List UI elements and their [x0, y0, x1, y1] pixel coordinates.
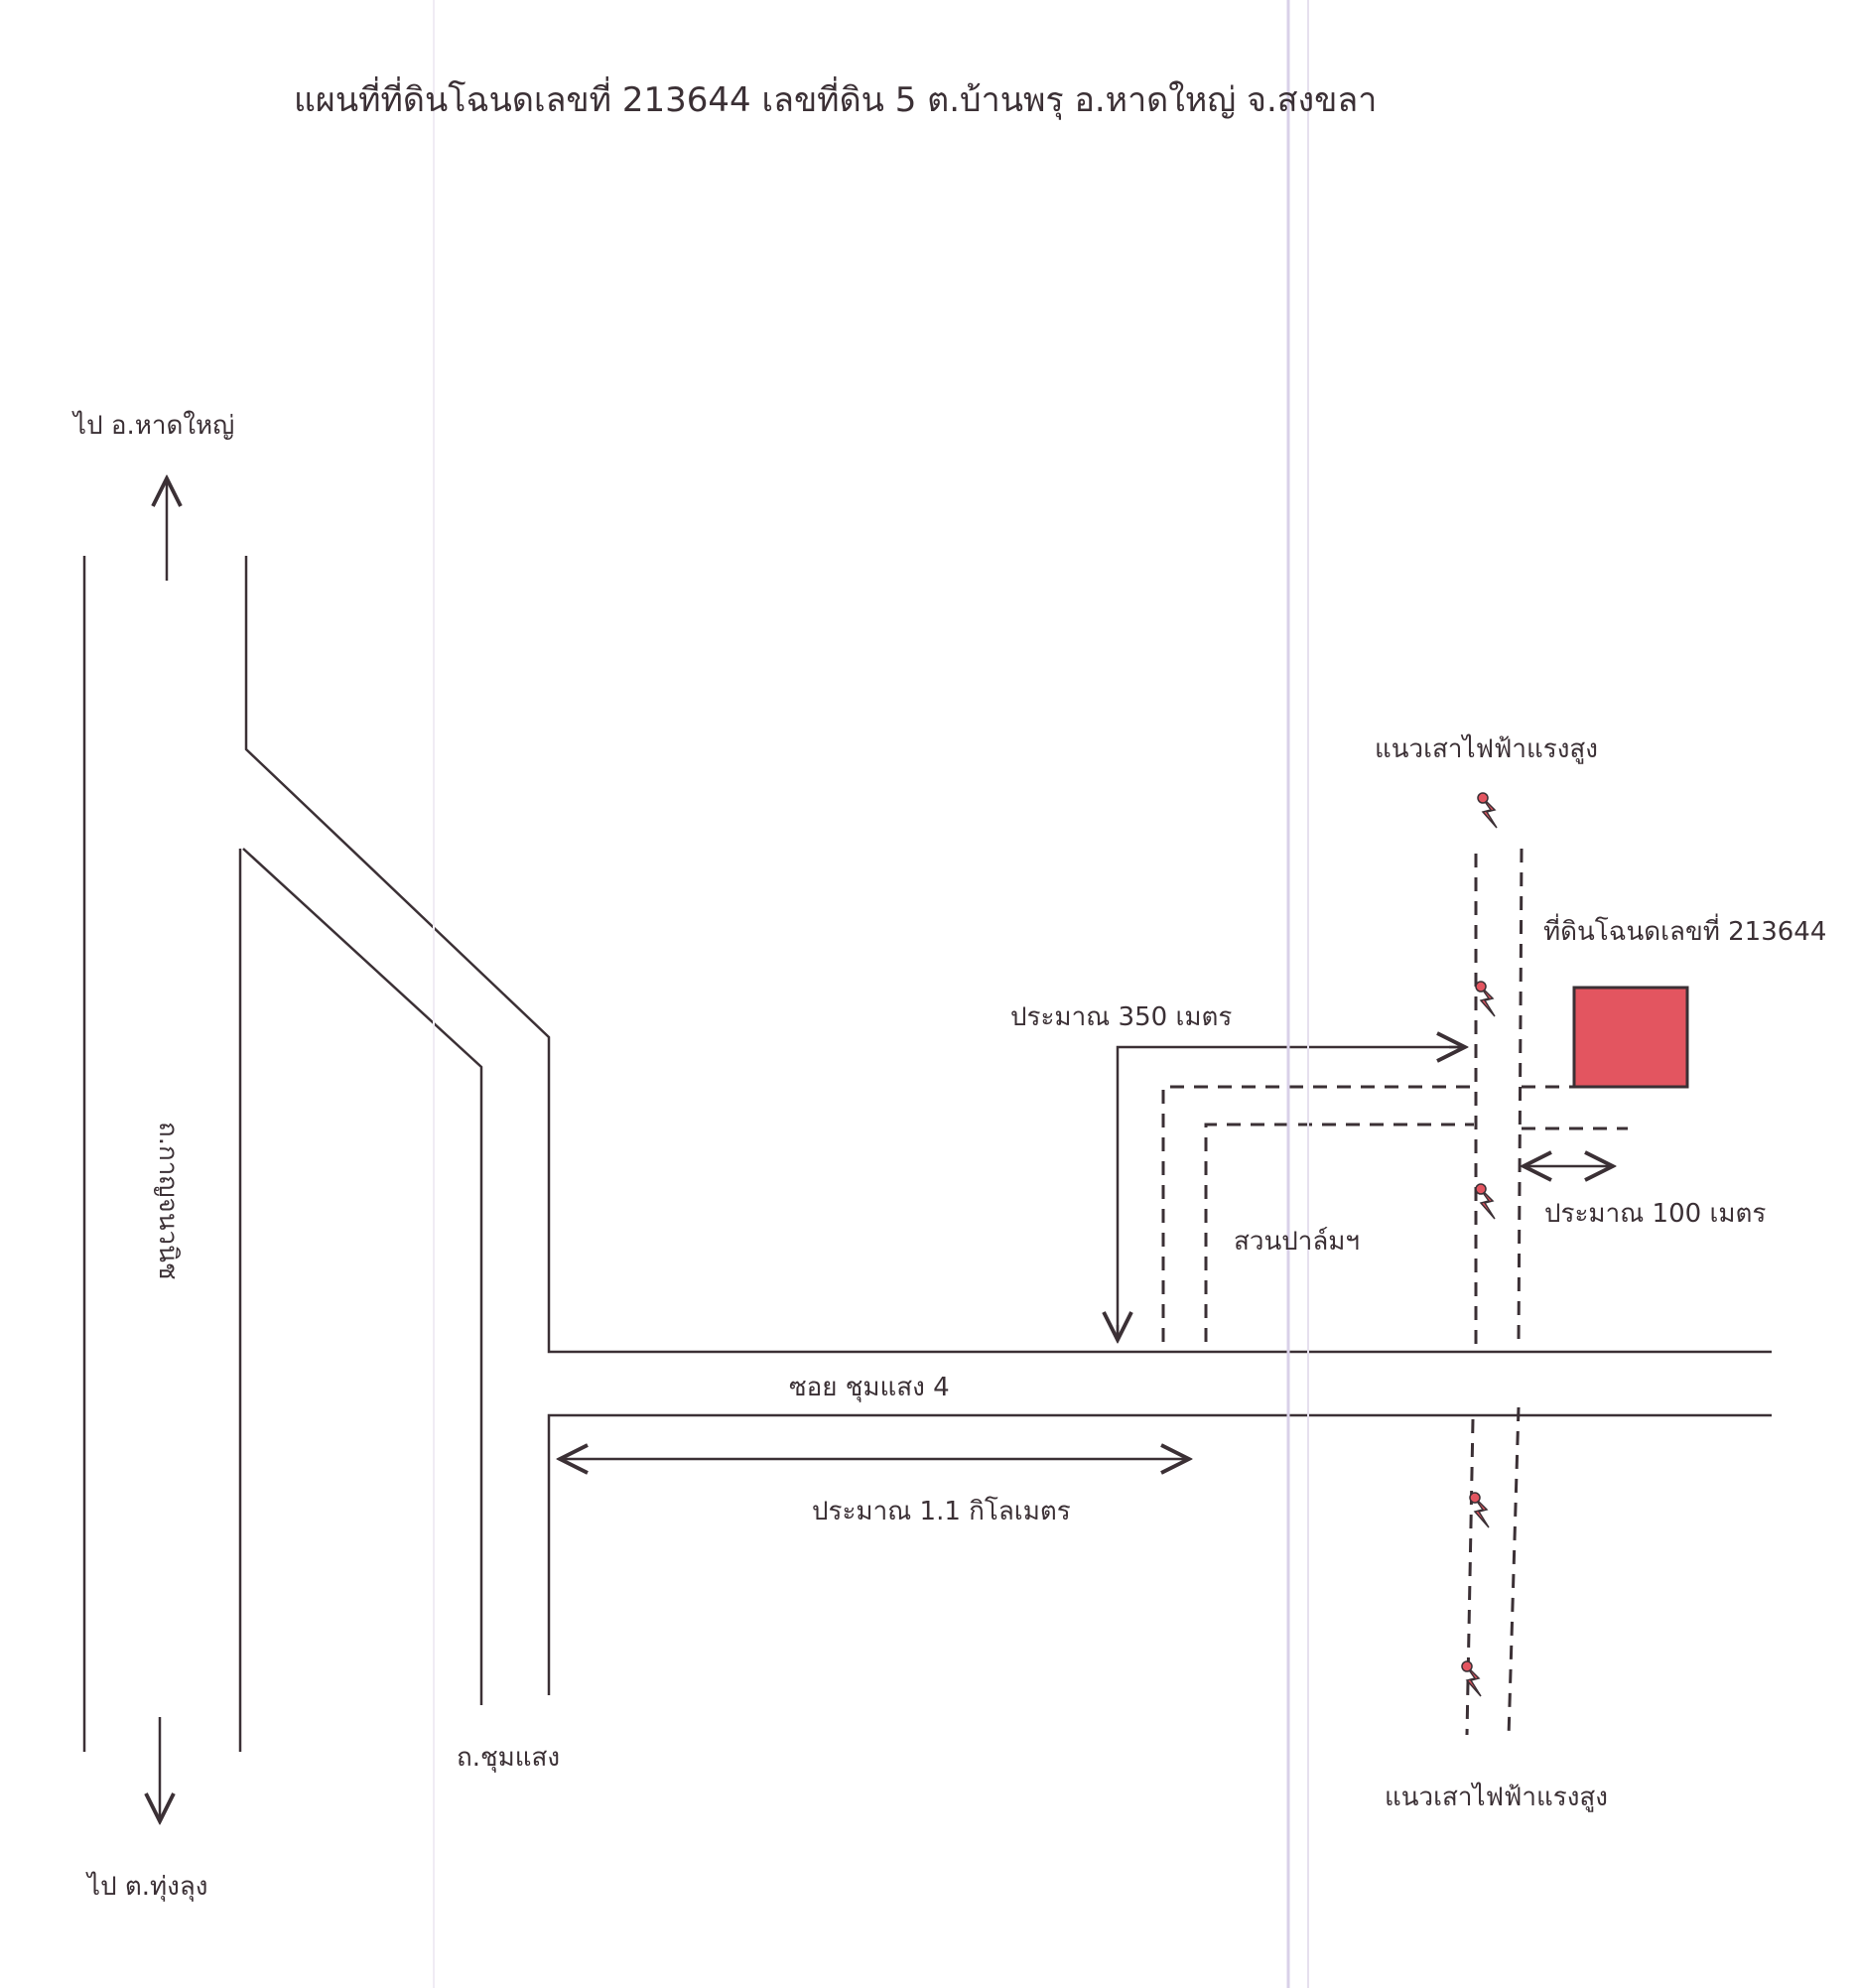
distance-1-1km-label: ประมาณ 1.1 กิโลเมตร — [812, 1497, 1071, 1526]
distance-350m-label: ประมาณ 350 เมตร — [1010, 1002, 1233, 1032]
power-line-bottom-label: แนวเสาไฟฟ้าแรงสูง — [1385, 1783, 1608, 1812]
power-pole-icon — [1461, 1660, 1482, 1697]
distance-100m-label: ประมาณ 100 เมตร — [1544, 1199, 1767, 1229]
power-line-top-label: แนวเสาไฟฟ้าแรงสูง — [1375, 734, 1598, 764]
power-pole-icon — [1469, 1492, 1490, 1528]
power-pole-icon — [1475, 981, 1496, 1017]
to-thunglung-label: ไป ต.ทุ่งลุง — [87, 1872, 208, 1902]
power-pole-icon — [1475, 1183, 1496, 1220]
power-line-left-lower — [1465, 1418, 1475, 1736]
access-path-inner — [1204, 1123, 1474, 1342]
land-plot-marker — [1572, 986, 1689, 1089]
roads — [82, 556, 1772, 1752]
power-line-right-upper — [1517, 848, 1524, 1346]
dist-350m-arrow-icon — [1116, 1045, 1465, 1340]
main-road-right-edge-upper — [244, 556, 1772, 1354]
to-hatyai-label: ไป อ.หาดใหญ่ — [73, 411, 235, 441]
land-plot-label: ที่ดินโฉนดเลขที่ 213644 — [1543, 917, 1827, 947]
soi-label: ซอย ชุมแสง 4 — [789, 1373, 950, 1402]
palm-garden-label: สวนปาล์มฯ — [1234, 1227, 1361, 1257]
access-path-outer — [1161, 1085, 1474, 1342]
power-line-right-lower — [1507, 1406, 1521, 1738]
main-road-label: ถ.กาญจนวนิช — [153, 1122, 183, 1280]
chumsaeng-road-label: ถ.ชุมแสง — [457, 1743, 561, 1773]
branch-road-inner-edge — [242, 848, 483, 1705]
soi-lower-edge — [547, 1413, 1772, 1695]
map-title: แผนที่ที่ดินโฉนดเลขที่ 213644 เลขที่ดิน … — [294, 80, 1378, 120]
power-pole-icon — [1477, 792, 1498, 829]
